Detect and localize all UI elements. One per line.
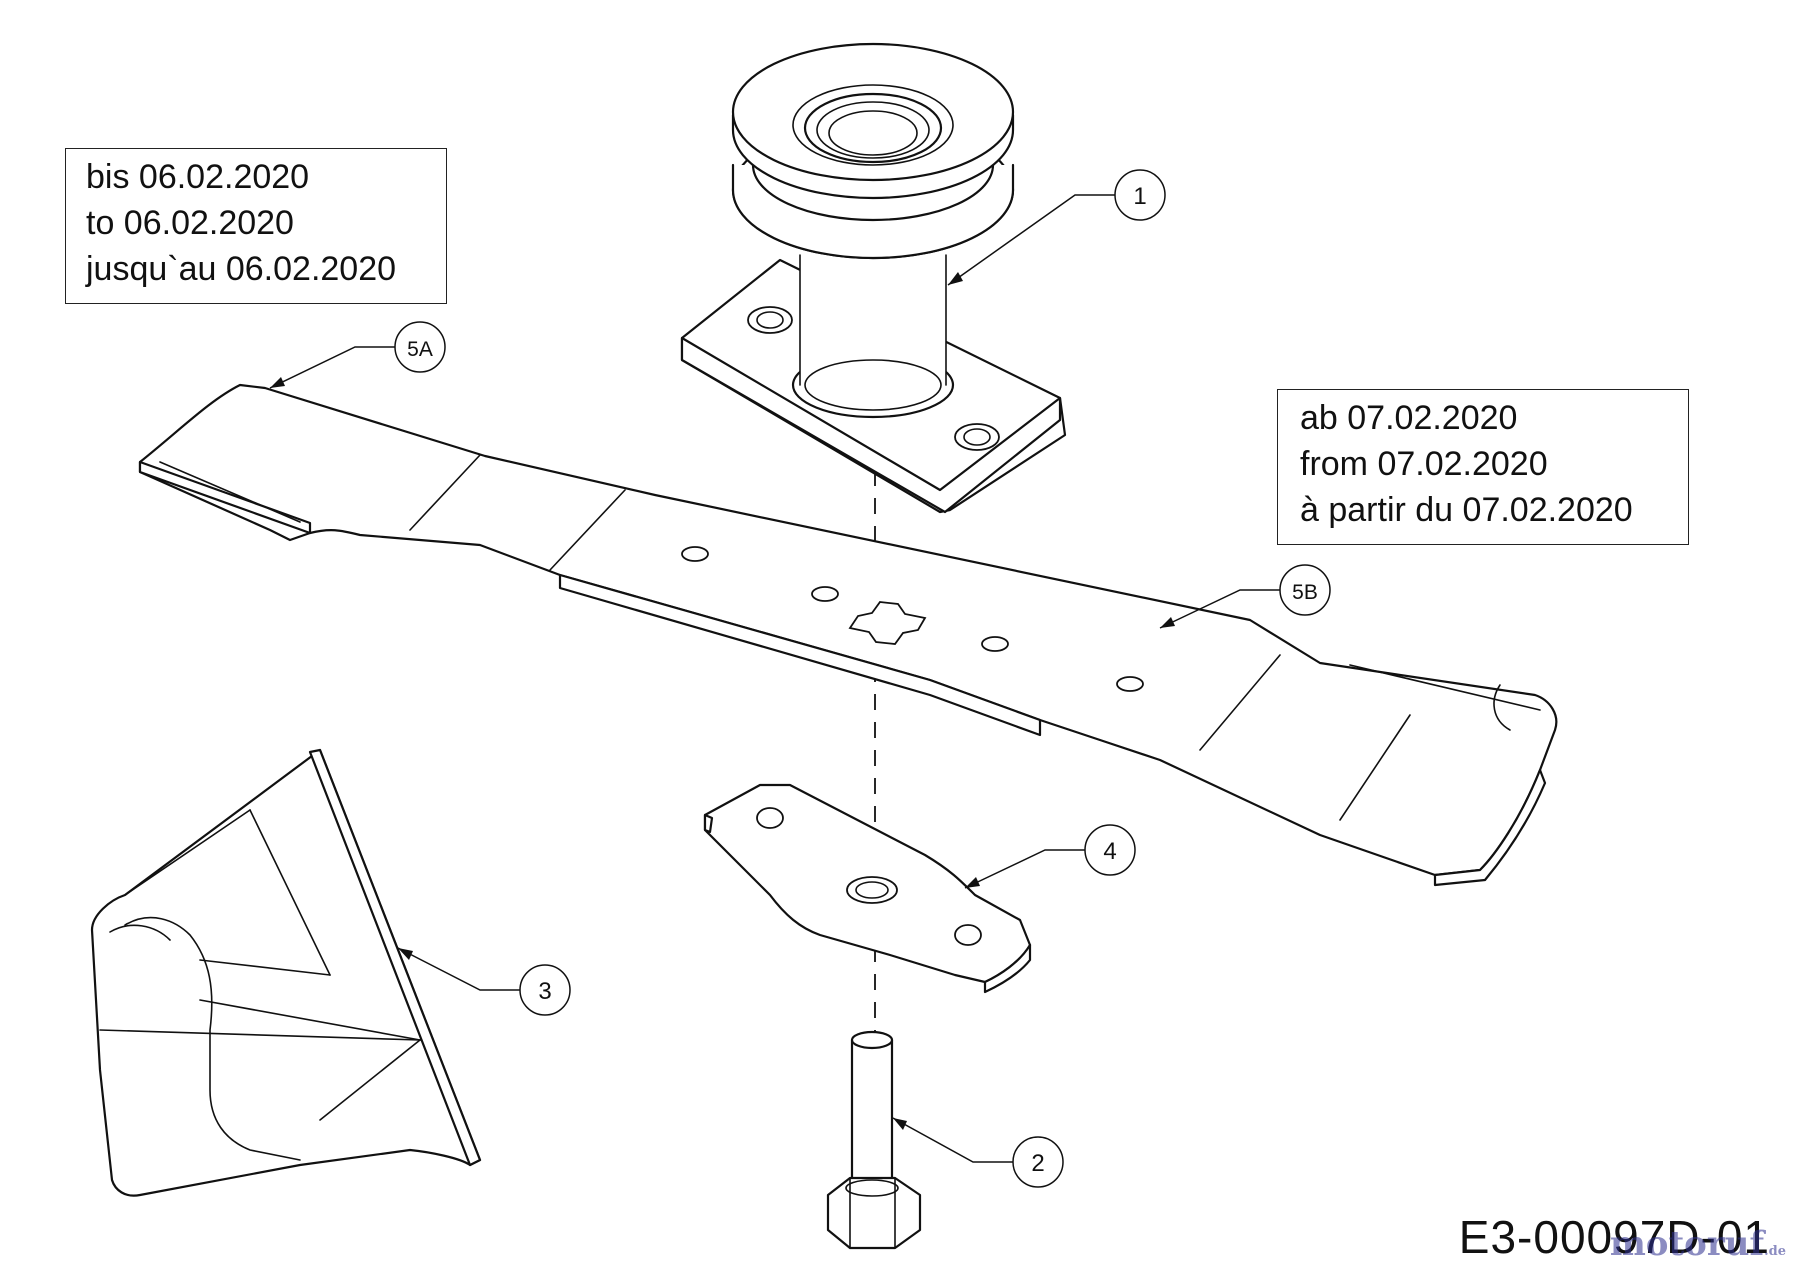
bolt: [826, 1030, 922, 1250]
note-until-line-1: bis 06.02.2020: [86, 158, 310, 196]
spindle-pulley-assembly: [680, 42, 1067, 514]
callout-1: 1: [1114, 169, 1166, 221]
leader-5a: [269, 346, 395, 389]
leader-5b: [1159, 589, 1280, 629]
callout-4-label: 4: [1103, 838, 1116, 865]
callout-3: 3: [519, 964, 571, 1016]
note-from-date: ab 07.02.2020 from 07.02.2020 à partir d…: [1277, 389, 1689, 545]
note-from-line-2: from 07.02.2020: [1300, 445, 1548, 483]
leader-2: [892, 1117, 1013, 1163]
callout-4: 4: [1084, 824, 1136, 876]
leader-4: [964, 849, 1085, 889]
note-from-line-3: à partir du 07.02.2020: [1300, 491, 1633, 529]
note-until-line-2: to 06.02.2020: [86, 204, 294, 242]
watermark-brand: motoruf: [1609, 1224, 1765, 1264]
drawing-code: E3-00097D-01: [1458, 1211, 1770, 1263]
blade-adapter: [703, 783, 1032, 994]
callout-5b-label: 5B: [1292, 581, 1318, 604]
note-until-date: bis 06.02.2020 to 06.02.2020 jusqu`au 06…: [65, 148, 447, 304]
callout-2: 2: [1012, 1136, 1064, 1188]
callout-5a-label: 5A: [407, 338, 433, 361]
callout-5a: 5A: [394, 321, 446, 373]
note-from-line-1: ab 07.02.2020: [1300, 399, 1518, 437]
watermark-suffix: .de: [1764, 1244, 1786, 1259]
leader-1: [947, 194, 1115, 286]
callout-2-label: 2: [1031, 1150, 1044, 1177]
mulch-plug: [90, 748, 482, 1197]
callout-3-label: 3: [538, 978, 551, 1005]
watermark-logo: motoruf.de: [1610, 1224, 1786, 1264]
callout-5b: 5B: [1279, 564, 1331, 616]
leader-3: [397, 947, 520, 991]
callout-1-label: 1: [1133, 183, 1146, 210]
mower-blade: [138, 383, 1558, 887]
note-until-line-3: jusqu`au 06.02.2020: [86, 250, 397, 288]
